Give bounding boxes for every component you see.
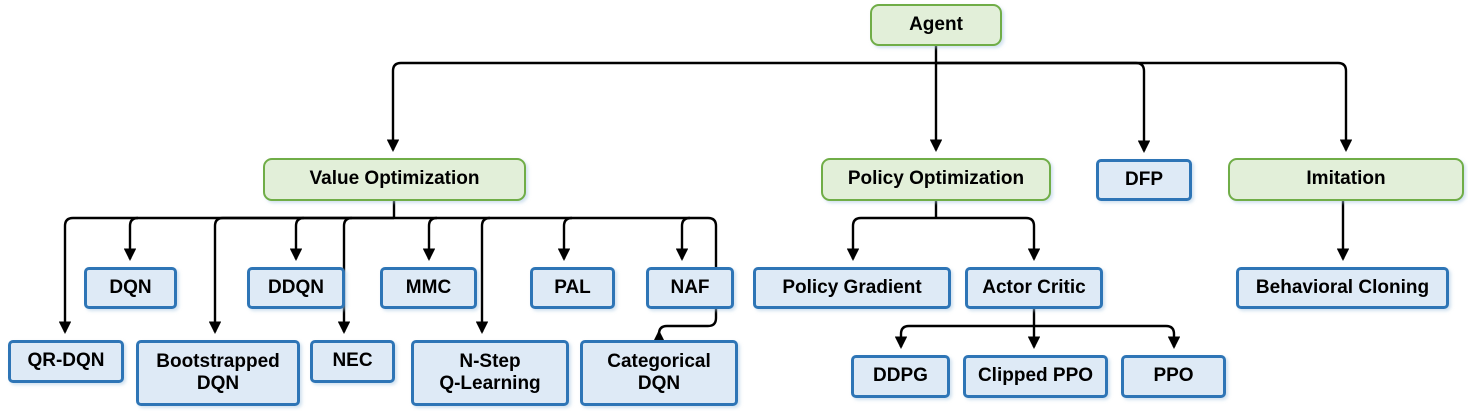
node-label-qr-dqn: QR-DQN: [27, 350, 105, 372]
node-label-dqn: DQN: [109, 276, 152, 298]
node-label-policy-optimization: Policy Optimization: [847, 168, 1025, 190]
node-policy-gradient[interactable]: Policy Gradient: [753, 267, 951, 309]
node-bootstrapped-dqn[interactable]: Bootstrapped DQN: [136, 340, 300, 406]
node-mmc[interactable]: MMC: [380, 267, 477, 309]
edge-value-to-mmc: [422, 216, 438, 261]
node-label-clipped-ppo: Clipped PPO: [977, 365, 1094, 387]
node-label-actor-critic: Actor Critic: [982, 276, 1086, 298]
node-policy-optimization[interactable]: Policy Optimization: [821, 158, 1051, 201]
edge-value-to-dqn: [123, 216, 139, 261]
node-actor-critic[interactable]: Actor Critic: [965, 267, 1103, 309]
edge-agent-value-optimization: [386, 61, 936, 152]
node-label-imitation: Imitation: [1306, 168, 1386, 190]
node-qr-dqn[interactable]: QR-DQN: [8, 340, 124, 383]
node-agent[interactable]: Agent: [870, 4, 1002, 46]
node-label-mmc: MMC: [405, 276, 452, 298]
node-label-n-step-q-learning: N-Step Q-Learning: [439, 350, 541, 394]
edge-value-to-nec: [337, 216, 353, 334]
node-ddqn[interactable]: DDQN: [247, 267, 345, 309]
edge-actor-critic-to-ppo: [1034, 324, 1181, 349]
node-label-bootstrapped-dqn: Bootstrapped DQN: [156, 350, 280, 394]
node-clipped-ppo[interactable]: Clipped PPO: [963, 355, 1108, 398]
node-ddpg[interactable]: DDPG: [851, 355, 950, 398]
edge-policy-to-policy-gradient: [846, 216, 936, 261]
node-n-step-q-learning[interactable]: N-Step Q-Learning: [411, 340, 569, 406]
node-label-ddpg: DDPG: [873, 365, 928, 387]
node-behavioral-cloning[interactable]: Behavioral Cloning: [1236, 267, 1449, 309]
node-label-behavioral-cloning: Behavioral Cloning: [1255, 276, 1430, 298]
node-pal[interactable]: PAL: [530, 267, 615, 309]
edge-value-to-naf: [675, 216, 691, 261]
node-label-ddqn: DDQN: [268, 276, 324, 298]
node-label-pal: PAL: [554, 276, 591, 298]
node-label-agent: Agent: [909, 13, 963, 35]
node-naf[interactable]: NAF: [646, 267, 734, 309]
edge-agent-dfp: [936, 61, 1151, 153]
node-label-ppo: PPO: [1153, 365, 1194, 387]
node-ppo[interactable]: PPO: [1121, 355, 1226, 398]
node-dqn[interactable]: DQN: [84, 267, 177, 309]
edge-value-to-pal: [557, 216, 573, 261]
edge-value-to-n-step: [475, 216, 491, 334]
node-label-nec: NEC: [332, 350, 373, 372]
node-label-naf: NAF: [670, 276, 710, 298]
node-categorical-dqn[interactable]: Categorical DQN: [580, 340, 738, 406]
edge-agent-imitation: [936, 61, 1353, 152]
node-label-policy-gradient: Policy Gradient: [782, 276, 922, 298]
node-label-dfp: DFP: [1125, 168, 1163, 190]
node-nec[interactable]: NEC: [310, 340, 395, 383]
node-value-optimization[interactable]: Value Optimization: [263, 158, 526, 201]
node-dfp[interactable]: DFP: [1096, 159, 1192, 201]
node-label-categorical-dqn: Categorical DQN: [607, 350, 711, 394]
edge-policy-to-actor-critic: [936, 216, 1041, 261]
edge-actor-critic-to-ddpg: [894, 324, 1034, 349]
node-imitation[interactable]: Imitation: [1228, 158, 1464, 201]
node-label-value-optimization: Value Optimization: [309, 168, 480, 190]
edge-value-to-ddqn: [289, 216, 305, 261]
